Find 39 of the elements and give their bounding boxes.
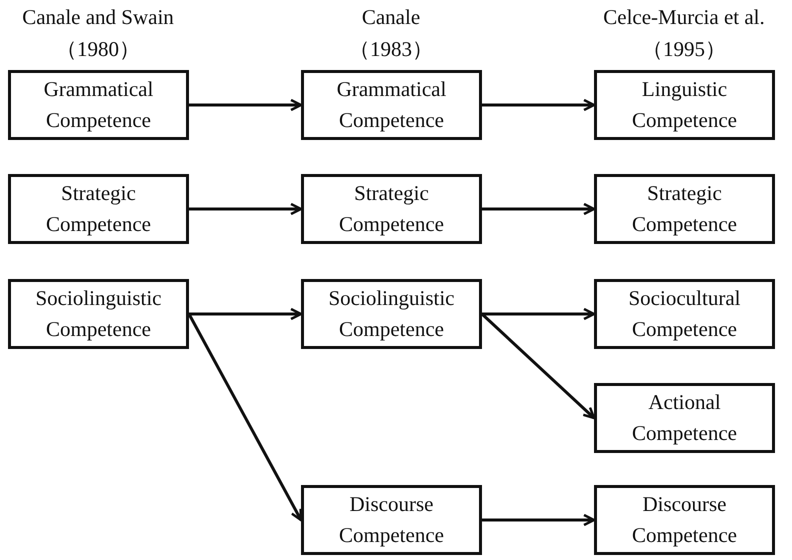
box-label: Actional Competence bbox=[632, 389, 737, 447]
year-label: （1983） bbox=[349, 36, 433, 62]
process-box bbox=[8, 70, 189, 140]
box-label: Sociolinguistic Competence bbox=[36, 285, 162, 343]
box-label: Strategic Competence bbox=[339, 180, 444, 238]
box-label: Grammatical Competence bbox=[336, 76, 446, 134]
arrow bbox=[482, 308, 596, 320]
year-label: （1980） bbox=[56, 36, 140, 62]
box-label: Strategic Competence bbox=[632, 180, 737, 238]
box-label: Sociolinguistic Competence bbox=[328, 285, 454, 343]
arrow bbox=[482, 98, 596, 112]
process-box bbox=[594, 279, 775, 349]
arrow bbox=[482, 514, 596, 526]
column-heading: Celce-Murcia et al. bbox=[603, 4, 765, 30]
process-box bbox=[594, 383, 775, 453]
box-label: Linguistic Competence bbox=[632, 76, 737, 134]
process-box bbox=[301, 485, 482, 555]
process-box bbox=[301, 279, 482, 349]
arrow bbox=[482, 202, 596, 216]
process-box bbox=[301, 70, 482, 140]
process-box bbox=[301, 174, 482, 244]
process-box bbox=[594, 174, 775, 244]
box-label: Discourse Competence bbox=[339, 491, 444, 549]
arrow bbox=[188, 313, 302, 522]
box-label: Sociocultural Competence bbox=[628, 285, 740, 343]
process-box bbox=[594, 485, 775, 555]
column-heading: Canale bbox=[362, 4, 420, 30]
column-heading: Canale and Swain bbox=[22, 4, 174, 30]
arrow bbox=[189, 202, 302, 216]
process-box bbox=[8, 279, 189, 349]
arrow bbox=[480, 312, 596, 420]
arrow bbox=[189, 308, 302, 320]
process-box bbox=[594, 70, 775, 140]
box-label: Grammatical Competence bbox=[44, 76, 154, 134]
process-box bbox=[8, 174, 189, 244]
year-label: （1995） bbox=[642, 36, 726, 62]
box-label: Discourse Competence bbox=[632, 491, 737, 549]
arrow bbox=[189, 98, 302, 112]
box-label: Strategic Competence bbox=[46, 180, 151, 238]
